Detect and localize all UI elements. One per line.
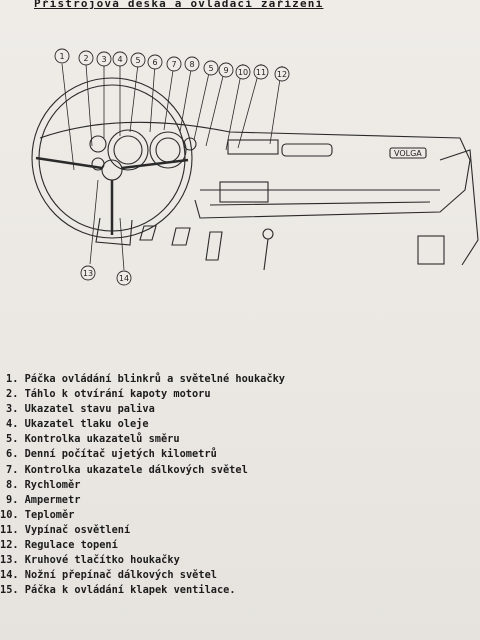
legend-item: 13. Kruhové tlačítko houkačky: [0, 554, 180, 567]
bottom-callouts: 13 14: [80, 265, 132, 286]
legend-item: 7. Kontrolka ukazatele dálkových světel: [6, 463, 248, 476]
callout-top-9-circle: [218, 62, 234, 78]
steering-wheel-rim: [31, 77, 193, 239]
page-title: Přístrojová deska a ovládací zařízení: [34, 0, 324, 10]
callout-bottom-0-circle: [80, 265, 96, 281]
callout-top-2-circle: [96, 51, 112, 67]
callout-bottom-0-label: 13: [83, 269, 93, 278]
vent-panel: [417, 235, 445, 265]
nameplate-frame: [389, 147, 427, 159]
legend-item: 11. Vypínač osvětlení: [0, 523, 131, 536]
legend-item: 8. Rychloměr: [6, 478, 81, 491]
callout-top-2-label: 3: [101, 55, 106, 64]
pedal-left: [139, 225, 157, 241]
legend-item: 5. Kontrolka ukazatelů směru: [6, 433, 180, 446]
legend-item: 10. Teploměr: [0, 508, 75, 521]
callout-top-7-label: 8: [189, 60, 194, 69]
legend-item: 15. Páčka k ovládání klapek ventilace.: [0, 584, 236, 597]
callout-top-8-label: 5: [208, 64, 213, 73]
ammeter-gauge: [149, 131, 187, 169]
legend-item: 2. Táhlo k otvírání kapoty motoru: [6, 388, 211, 401]
callout-top-5-circle: [147, 54, 163, 70]
callout-top-0-circle: [54, 48, 70, 64]
callout-top-12-label: 12: [277, 70, 287, 79]
legend-item: 9. Ampermetr: [6, 493, 81, 506]
callout-bottom-1-label: 14: [119, 274, 129, 283]
callout-top-5-label: 6: [152, 58, 157, 67]
nameplate-label: VOLGA: [394, 149, 422, 158]
callout-top-9-label: 9: [223, 66, 228, 75]
callout-top-3-circle: [112, 51, 128, 67]
horn-button-ring: [101, 159, 123, 181]
callout-top-12-circle: [274, 66, 290, 82]
radio-dial: [281, 143, 333, 157]
callout-top-4-label: 5: [135, 56, 140, 65]
legend-item: 12. Regulace topení: [0, 539, 118, 552]
callout-top-6-circle: [166, 56, 182, 72]
fuel-gauge: [89, 135, 107, 153]
callout-top-4-circle: [130, 52, 146, 68]
callout-top-6-label: 7: [171, 60, 176, 69]
callout-top-1-label: 2: [83, 54, 88, 63]
callout-top-11-circle: [253, 64, 269, 80]
callout-top-11-label: 11: [256, 68, 266, 77]
callout-top-3-label: 4: [117, 55, 122, 64]
pedal-center: [171, 227, 191, 246]
glovebox-panel: [219, 181, 269, 203]
legend-item: 14. Nožní přepínač dálkových světel: [0, 569, 217, 582]
legend-item: 3. Ukazatel stavu paliva: [6, 403, 155, 416]
pedal-right: [205, 231, 223, 261]
legend-item: 1. Páčka ovládání blinkrů a světelné hou…: [6, 373, 285, 385]
speedometer-gauge: [107, 129, 149, 171]
callout-bottom-1-circle: [116, 270, 132, 286]
callout-top-7-circle: [184, 56, 200, 72]
dashboard-outline: [39, 121, 471, 219]
callout-top-10-label: 10: [238, 68, 248, 77]
radio-unit: [227, 139, 279, 155]
callout-top-10-circle: [235, 64, 251, 80]
callout-top-8-circle: [203, 60, 219, 76]
legend-list: 1. Páčka ovládání blinkrů a světelné hou…: [0, 372, 285, 598]
legend-item: 4. Ukazatel tlaku oleje: [6, 418, 149, 431]
callout-top-0-label: 1: [59, 52, 64, 61]
lever-knob: [262, 228, 274, 240]
callout-top-1-circle: [78, 50, 94, 66]
legend-item: 6. Denní počítač ujetých kilometrů: [6, 448, 217, 461]
